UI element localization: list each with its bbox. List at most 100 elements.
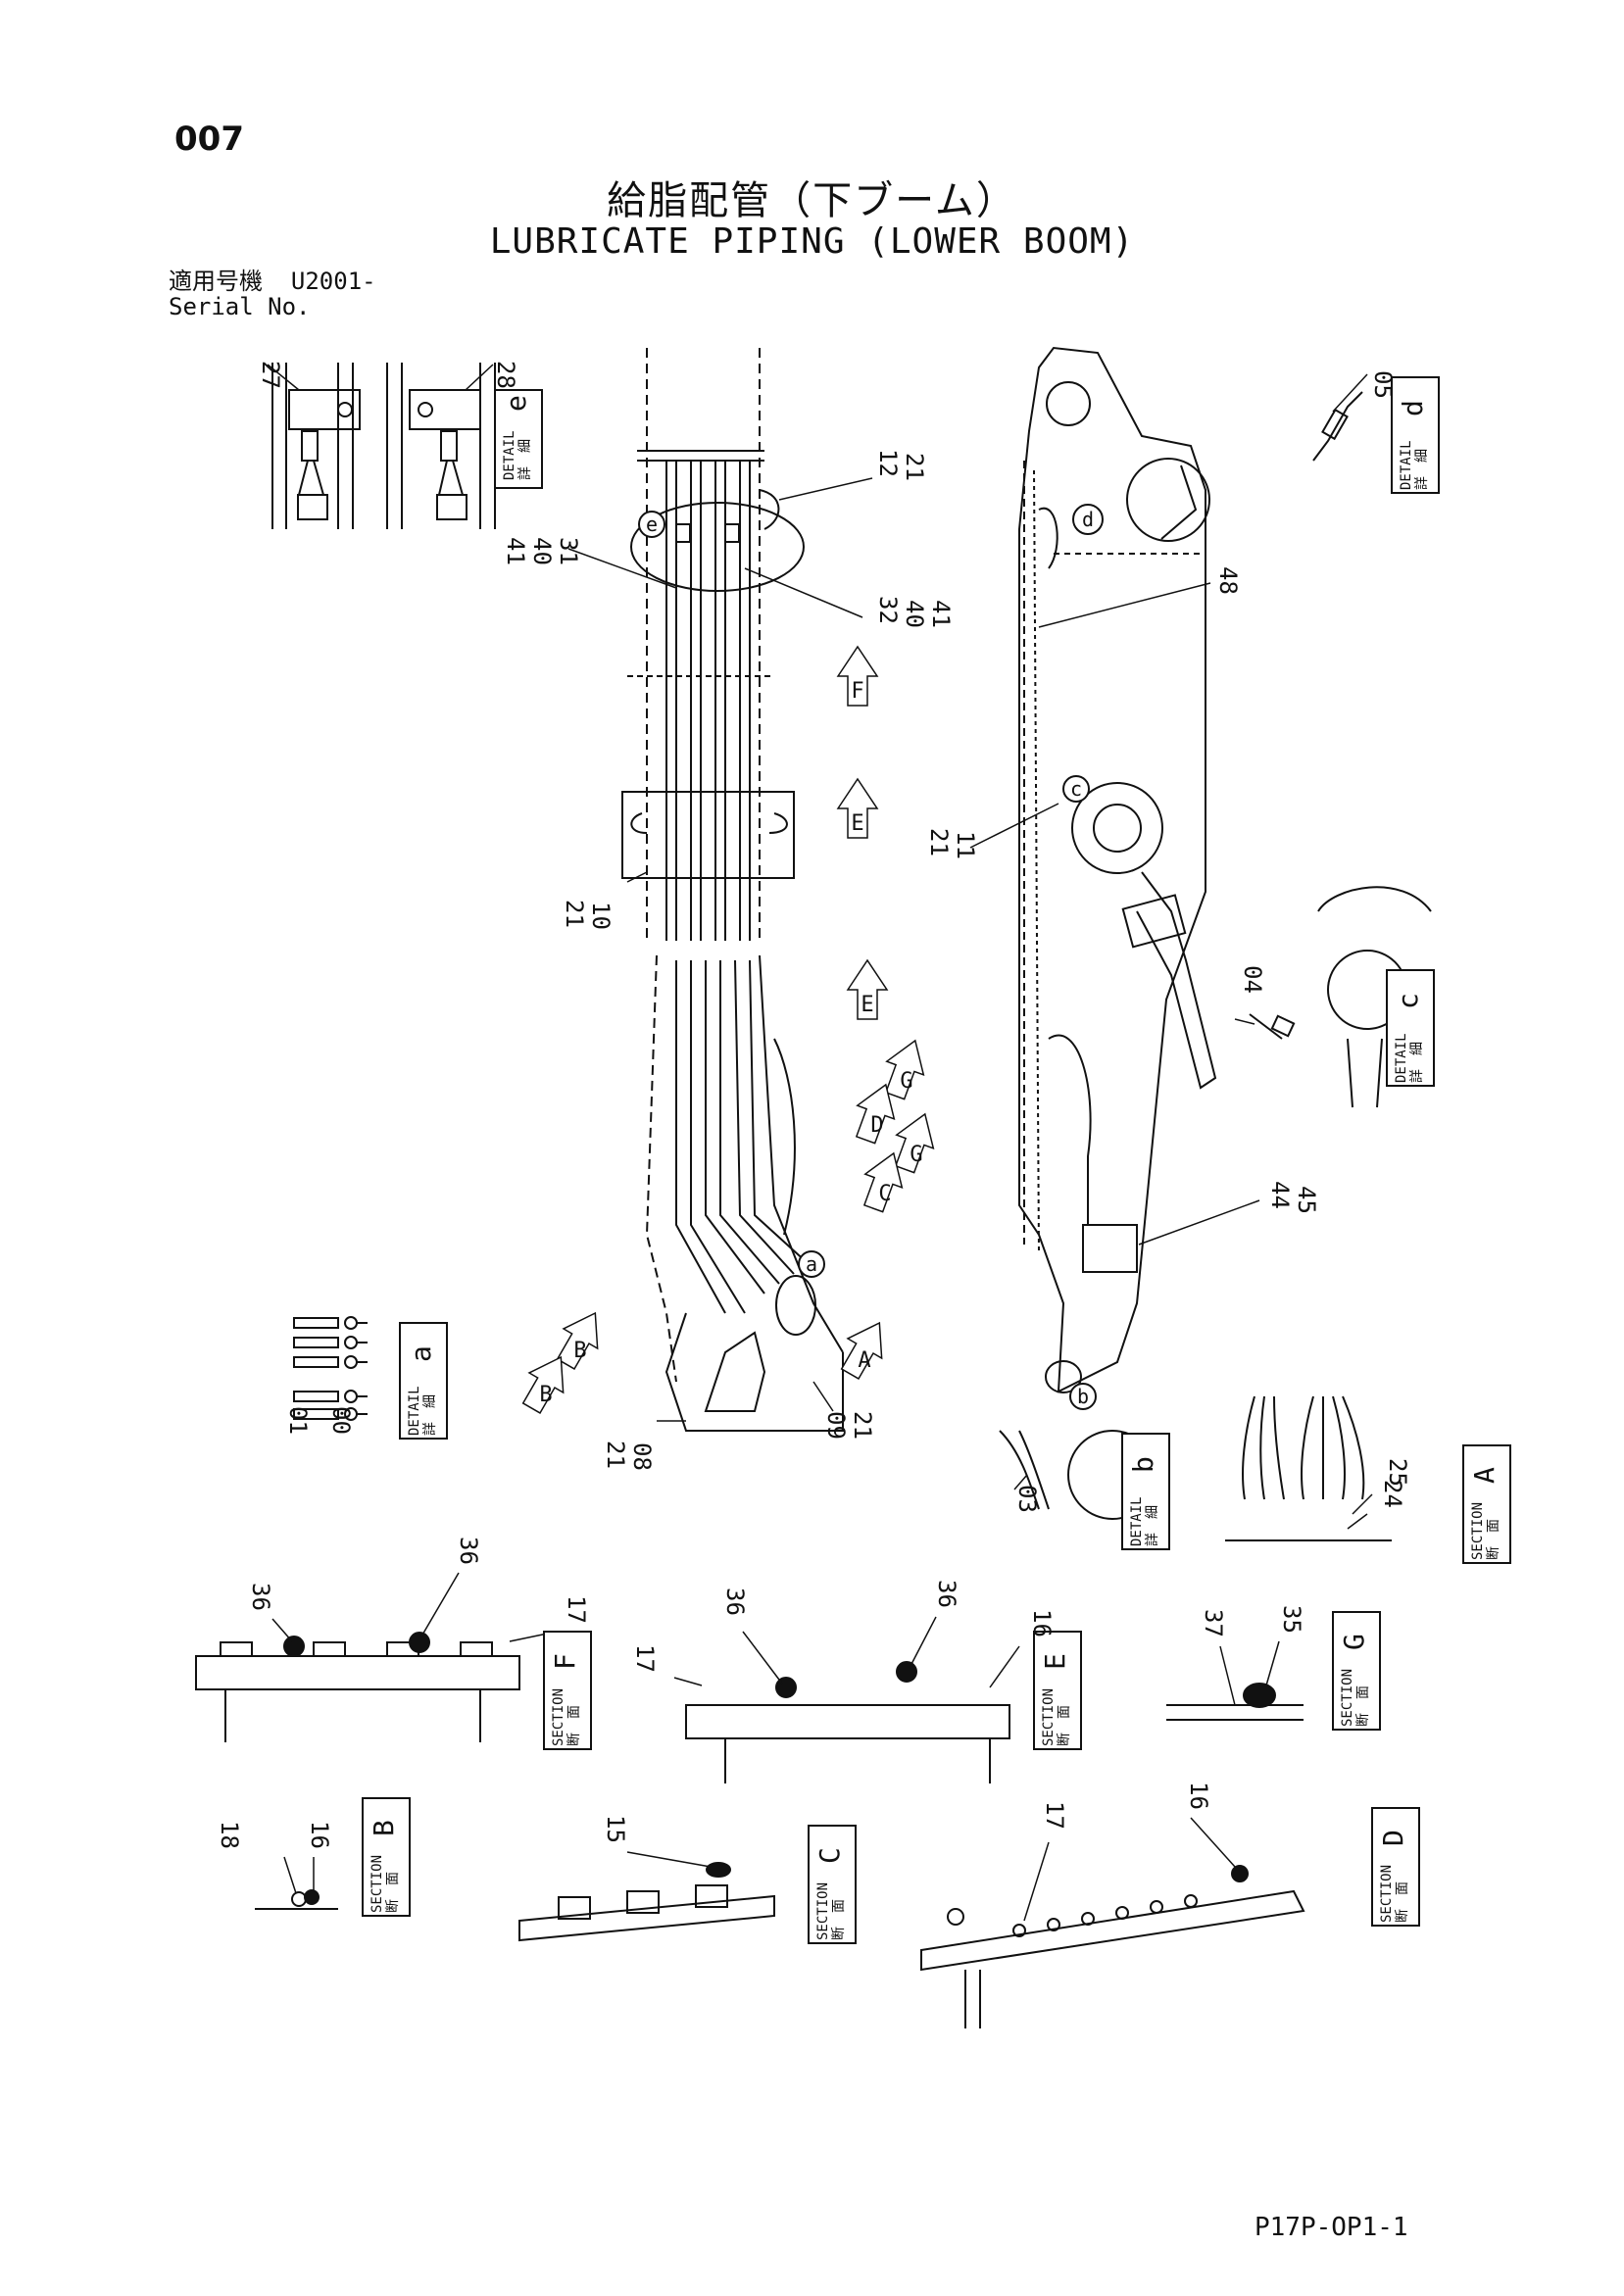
part-number: 28	[492, 361, 519, 389]
document-code: P17P-OP1-1	[1255, 2213, 1408, 2242]
detail-a-letter: a	[405, 1345, 437, 1362]
part-number: 21	[849, 1411, 876, 1440]
part-number: 16	[306, 1821, 333, 1849]
boom-side-view	[1018, 346, 1217, 1393]
serial-value: U2001-	[290, 268, 376, 295]
part-number: 12	[874, 449, 902, 477]
callout-c: c	[1070, 777, 1082, 801]
detail-b-letter: b	[1127, 1456, 1159, 1473]
section-f-en: SECTION	[551, 1688, 566, 1746]
section-g-jp: 断 面	[1355, 1685, 1371, 1727]
callout-d: d	[1082, 508, 1094, 531]
detail-c-letter: c	[1392, 993, 1424, 1009]
part-number: 36	[933, 1580, 960, 1608]
section-e-drawing	[685, 1661, 1010, 1783]
section-box-g: 断 面 SECTION G	[1332, 1611, 1381, 1731]
arrow-label-c: C	[878, 1182, 891, 1206]
section-a-en: SECTION	[1470, 1502, 1486, 1560]
detail-e-drawing	[271, 363, 496, 529]
serial-block: 適用号機 U2001- Serial No.	[169, 269, 376, 319]
part-number: 21	[561, 900, 588, 928]
part-number: 48	[1214, 566, 1242, 595]
part-number: 36	[455, 1537, 482, 1565]
part-number: 21	[925, 828, 953, 856]
arrow-label-g2: G	[910, 1143, 922, 1167]
section-box-a: 断 面 SECTION A	[1462, 1444, 1511, 1564]
section-a-drawing	[1225, 1395, 1392, 1541]
part-number: 17	[1041, 1801, 1068, 1830]
detail-box-b: 詳 細 DETAIL b	[1121, 1433, 1170, 1550]
detail-d-jp: 詳 細	[1414, 449, 1430, 490]
part-number: 05	[1369, 370, 1397, 399]
serial-label-jp: 適用号機	[169, 268, 263, 295]
section-box-b: 断 面 SECTION B	[362, 1797, 411, 1917]
detail-e-en: DETAIL	[502, 430, 517, 480]
arrow-label-e1: E	[851, 811, 863, 836]
part-number: 40	[901, 600, 928, 628]
part-number: 24	[1379, 1480, 1406, 1508]
part-number: 10	[587, 902, 615, 930]
arrow-label-f: F	[851, 679, 863, 704]
arrow-label-e2: E	[861, 993, 873, 1017]
part-number: 35	[1278, 1605, 1305, 1634]
part-number: 36	[721, 1588, 749, 1616]
part-number: 32	[874, 596, 902, 624]
part-number: 15	[602, 1815, 629, 1843]
detail-a-jp: 詳 細	[422, 1394, 438, 1436]
section-g-drawing	[1166, 1683, 1304, 1721]
detail-a-en: DETAIL	[407, 1386, 422, 1436]
part-number: 27	[257, 361, 284, 389]
part-number: 00	[327, 1406, 355, 1435]
leader-lines	[267, 364, 1373, 1922]
section-d-letter: D	[1377, 1830, 1409, 1846]
section-box-d: 断 面 SECTION D	[1371, 1807, 1420, 1927]
part-number: 01	[284, 1406, 312, 1435]
detail-e-jp: 詳 細	[517, 439, 533, 480]
section-e-en: SECTION	[1041, 1688, 1057, 1746]
section-d-drawing	[920, 1865, 1305, 2028]
detail-c-en: DETAIL	[1394, 1033, 1409, 1083]
section-f-jp: 断 面	[566, 1705, 582, 1746]
boom-plan-lower	[645, 954, 844, 1432]
arrow-label-d: D	[870, 1113, 883, 1138]
part-number: 40	[528, 537, 556, 565]
part-number: 21	[602, 1441, 629, 1469]
detail-box-c: 詳 細 DETAIL c	[1386, 969, 1435, 1087]
view-arrows	[521, 645, 935, 1414]
part-number: 08	[628, 1442, 656, 1471]
title-japanese: 給脂配管（下ブーム）	[607, 178, 1017, 223]
section-f-drawing	[195, 1632, 520, 1742]
part-number: 18	[216, 1821, 243, 1849]
section-b-en: SECTION	[369, 1855, 385, 1913]
detail-box-e: 詳 細 DETAIL e	[494, 389, 543, 489]
section-box-c: 断 面 SECTION C	[808, 1825, 857, 1944]
detail-sketches	[999, 391, 1432, 1520]
detail-e-letter: e	[500, 395, 532, 412]
part-number: 09	[822, 1411, 850, 1440]
part-number: 16	[1028, 1609, 1056, 1637]
section-f-letter: F	[549, 1653, 581, 1670]
part-number: 04	[1239, 965, 1266, 994]
arrow-label-a: A	[858, 1348, 870, 1373]
arrow-label-g1: G	[900, 1069, 912, 1094]
part-number: 21	[901, 453, 928, 481]
section-g-letter: G	[1338, 1634, 1370, 1650]
arrow-label-b1: B	[573, 1339, 586, 1363]
part-number: 41	[927, 600, 955, 628]
part-number: 17	[563, 1595, 590, 1624]
detail-d-en: DETAIL	[1399, 440, 1414, 490]
page-number: 007	[174, 120, 244, 159]
detail-box-a: 詳 細 DETAIL a	[399, 1322, 448, 1440]
callout-a: a	[806, 1252, 817, 1276]
section-e-letter: E	[1039, 1653, 1071, 1670]
section-e-jp: 断 面	[1057, 1705, 1072, 1746]
section-g-en: SECTION	[1340, 1669, 1355, 1727]
section-box-f: 断 面 SECTION F	[543, 1631, 592, 1750]
detail-callouts	[638, 504, 1104, 1410]
section-a-jp: 断 面	[1486, 1519, 1501, 1560]
section-c-en: SECTION	[815, 1882, 831, 1940]
section-b-drawing	[255, 1889, 338, 1910]
part-number: 44	[1266, 1181, 1294, 1209]
part-number: 37	[1200, 1609, 1227, 1637]
